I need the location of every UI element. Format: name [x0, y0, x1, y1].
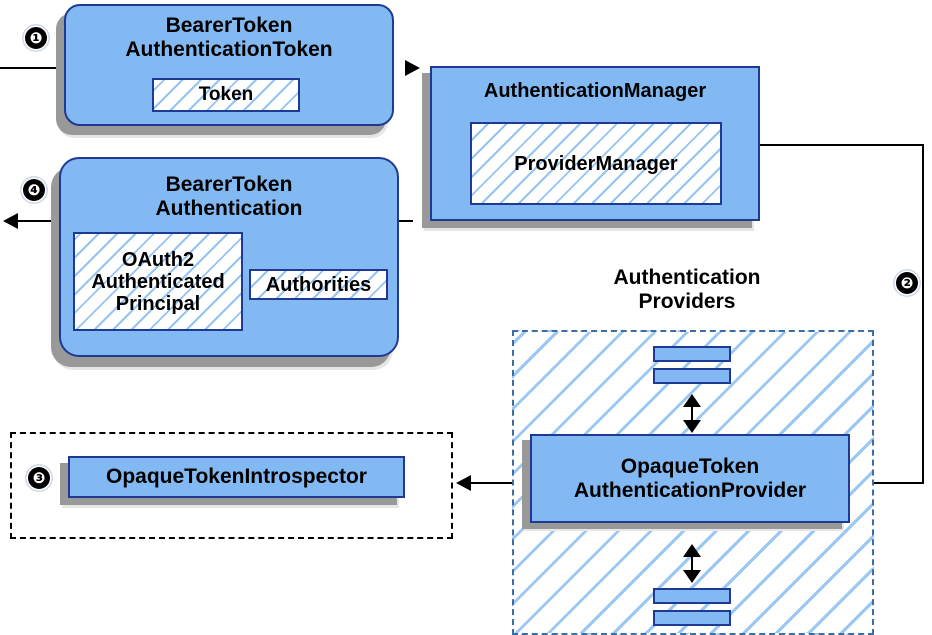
arrowhead-into-introspector	[456, 475, 471, 491]
step-badge-3: ❸	[28, 467, 50, 489]
introspector-group-container	[10, 432, 453, 539]
node-bearer-token-authentication-title: BearerToken Authentication	[155, 173, 303, 220]
connector-manager-to-provider-vertical	[922, 144, 924, 484]
node-opaque-token-introspector-title: OpaqueTokenIntrospector	[106, 465, 367, 489]
inner-provider-manager[interactable]: ProviderManager	[470, 122, 722, 205]
node-authentication-manager-title: AuthenticationManager	[483, 80, 707, 102]
connector-manager-to-provider-bottom	[869, 482, 924, 484]
arrowhead-provider-link-top-down	[683, 420, 701, 433]
arrowhead-provider-link-bottom-up	[683, 544, 701, 557]
node-opaque-token-authentication-provider[interactable]: OpaqueToken AuthenticationProvider	[530, 434, 850, 523]
provider-stack-bar-top-1	[653, 346, 731, 362]
arrowhead-request-in	[405, 60, 420, 76]
connector-provider-link-top	[691, 402, 693, 424]
inner-oauth2-authenticated-principal[interactable]: OAuth2 Authenticated Principal	[73, 232, 243, 331]
step-badge-1: ❶	[25, 27, 47, 49]
inner-token[interactable]: Token	[152, 78, 300, 112]
provider-stack-bar-top-2	[653, 368, 731, 384]
connector-provider-link-bottom	[691, 552, 693, 574]
arrowhead-provider-link-bottom-down	[683, 570, 701, 583]
node-bearer-token-authentication-token-title: BearerToken AuthenticationToken	[125, 14, 333, 61]
connector-provider-to-introspector	[471, 482, 531, 484]
provider-stack-bar-bottom-1	[653, 588, 731, 604]
node-opaque-token-introspector[interactable]: OpaqueTokenIntrospector	[68, 456, 405, 498]
authentication-providers-label: Authentication Providers	[613, 266, 761, 313]
step-badge-2: ❷	[896, 272, 918, 294]
provider-stack-bar-bottom-2	[653, 610, 731, 626]
node-opaque-token-authentication-provider-title: OpaqueToken AuthenticationProvider	[573, 454, 807, 502]
arrowhead-provider-link-top-up	[683, 394, 701, 407]
arrowhead-response-out	[3, 213, 18, 229]
connector-manager-to-provider-top	[758, 144, 924, 146]
inner-authorities[interactable]: Authorities	[249, 269, 388, 300]
step-badge-4: ❹	[23, 179, 45, 201]
